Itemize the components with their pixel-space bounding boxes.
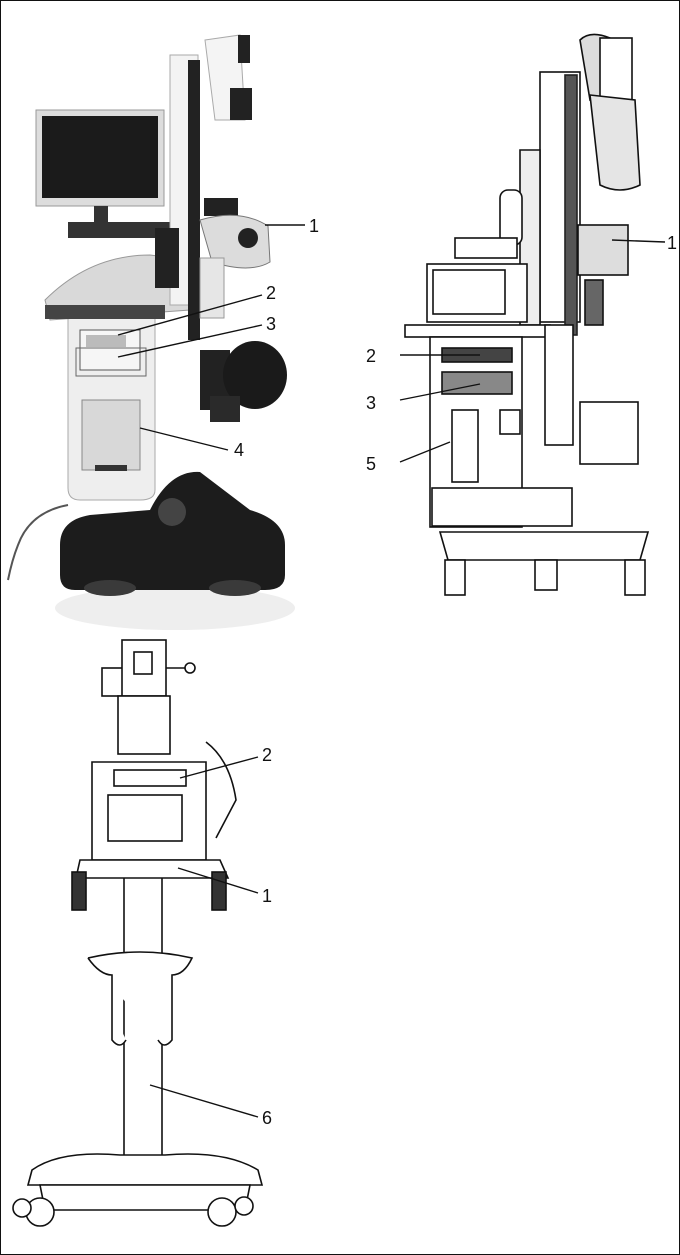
right-tray	[404, 324, 551, 338]
bottom-callout-line-6	[149, 1084, 259, 1118]
foot-pedal	[158, 498, 186, 526]
right-foot-1	[444, 559, 466, 596]
neck-box	[117, 695, 171, 755]
callout-label-2: 2	[266, 283, 276, 303]
lower-column	[544, 324, 574, 446]
bottom-stand-device	[12, 639, 264, 1227]
callout-line-4	[139, 427, 229, 451]
caster-left	[84, 580, 136, 596]
callout-label-1: 1	[309, 216, 319, 236]
caster-front-right	[207, 1197, 237, 1227]
under-rail	[75, 859, 230, 879]
right-callout-line-1	[611, 239, 666, 243]
arm-head	[230, 88, 252, 120]
left-microscope-device: 1 2 3 4	[7, 34, 319, 630]
lower-box	[431, 487, 573, 527]
small-port	[499, 409, 521, 435]
module-5	[451, 409, 479, 483]
caster-back-right	[234, 1196, 254, 1216]
arm-joint	[155, 228, 179, 288]
right-callout-line-3	[399, 383, 481, 401]
right-monitor-screen	[432, 269, 506, 315]
caster-back-left	[12, 1198, 32, 1218]
callout-label-4: 4	[234, 440, 244, 460]
right-foot-2	[624, 559, 646, 596]
shelf	[454, 237, 518, 259]
side-bracket	[205, 741, 237, 839]
side-drum	[579, 401, 639, 465]
eyepiece	[238, 228, 258, 248]
bottle	[499, 189, 523, 246]
bottom-callout-label-6: 6	[262, 1108, 272, 1128]
lens-drum	[223, 341, 287, 409]
drum-bracket	[210, 396, 240, 422]
microscope-head	[199, 214, 271, 269]
label-plate	[113, 769, 187, 787]
right-foot-center	[534, 559, 558, 591]
panel-frame	[75, 347, 147, 377]
bottom-callout-line-2	[179, 756, 259, 779]
right-callout-label-5: 5	[366, 454, 376, 474]
right-callout-label-1: 1	[667, 233, 677, 253]
head-window	[133, 651, 153, 675]
right-callout-label-2: 2	[366, 346, 376, 366]
cable-hanger	[87, 951, 194, 1046]
right-system-device	[399, 33, 666, 596]
bottom-callout-label-1: 1	[262, 886, 272, 906]
bottom-callout-label-2: 2	[262, 745, 272, 765]
upper-optics	[589, 94, 641, 191]
right-callout-line-5	[399, 441, 451, 463]
slot-3	[441, 371, 513, 395]
head-knob-block	[101, 667, 125, 697]
bottom-base	[26, 1153, 264, 1186]
head-screw-knob	[184, 662, 196, 674]
tray-edge	[45, 305, 165, 319]
arm-handle	[238, 35, 250, 63]
handle-left	[71, 871, 87, 911]
column-rail	[564, 74, 578, 336]
callout-line-3	[117, 324, 263, 358]
callout-label-3: 3	[266, 314, 276, 334]
monitor-neck	[94, 206, 108, 224]
optics-top	[204, 198, 238, 216]
callout-line-2	[117, 294, 263, 336]
right-base-top	[438, 531, 650, 561]
monitor-screen	[42, 116, 158, 198]
drawer	[81, 399, 141, 471]
handle-right	[211, 871, 227, 911]
caster-right	[209, 580, 261, 596]
drawer-handle	[95, 465, 127, 471]
side-arm	[584, 279, 604, 326]
optics-carrier	[199, 257, 225, 319]
body-screen	[107, 794, 183, 842]
side-optics	[577, 224, 629, 276]
stand-spine	[188, 60, 200, 340]
right-callout-label-3: 3	[366, 393, 376, 413]
bottom-callout-line-1	[177, 867, 259, 894]
floor-shadow	[55, 586, 295, 630]
display-label	[86, 335, 126, 347]
power-cable	[7, 504, 69, 581]
base	[60, 471, 285, 590]
